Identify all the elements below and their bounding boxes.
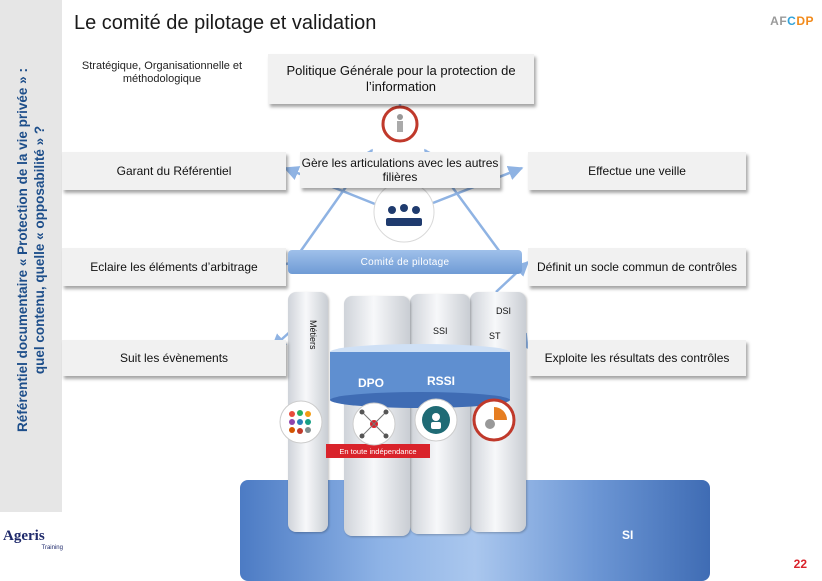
page-number: 22 (793, 557, 807, 571)
chart-person-icon (472, 398, 516, 442)
logo-part-3: DP (796, 14, 814, 28)
independance-banner: En toute indépendance (326, 444, 430, 458)
suit-box: Suit les évènements (62, 340, 286, 376)
team-icon (279, 400, 323, 444)
socle-box: Définit un socle commun de contrôles (528, 248, 746, 286)
logo-part-1: AF (770, 14, 788, 28)
comite-pilotage-bar: Comité de pilotage (288, 250, 522, 274)
st-label: ST (489, 331, 501, 341)
group-icon (414, 398, 458, 442)
politique-box: Politique Générale pour la protection de… (268, 54, 534, 104)
ssi-label: SSI (433, 326, 448, 336)
dsi-label: DSI (496, 306, 512, 316)
dpo-label: DPO (358, 376, 385, 390)
meeting-icon (373, 181, 435, 243)
ageris-name: Ageris (3, 528, 45, 544)
rssi-label: RSSI (427, 374, 456, 388)
garant-box: Garant du Référentiel (62, 152, 286, 190)
network-icon (352, 402, 396, 446)
veille-box: Effectue une veille (528, 152, 746, 190)
strategique-text: Stratégique, Organisationnelle et méthod… (81, 60, 243, 85)
ageris-logo: Ageris Training (3, 528, 63, 558)
person-icon (381, 105, 419, 143)
afcdp-logo: AFCDP (770, 14, 814, 28)
arrow-to-socle (495, 260, 530, 293)
page-title: Le comité de pilotage et validation (74, 12, 377, 34)
logo-part-2: C (787, 14, 797, 28)
eclaire-box: Eclaire les éléments d’arbitrage (62, 248, 286, 286)
si-label: SI (622, 528, 634, 542)
exploite-box: Exploite les résultats des contrôles (528, 340, 746, 376)
sidebar: Référentiel documentaire « Protection de… (0, 0, 62, 512)
gere-box: Gère les articulations avec les autres f… (300, 152, 500, 188)
ageris-sub: Training (41, 545, 63, 551)
